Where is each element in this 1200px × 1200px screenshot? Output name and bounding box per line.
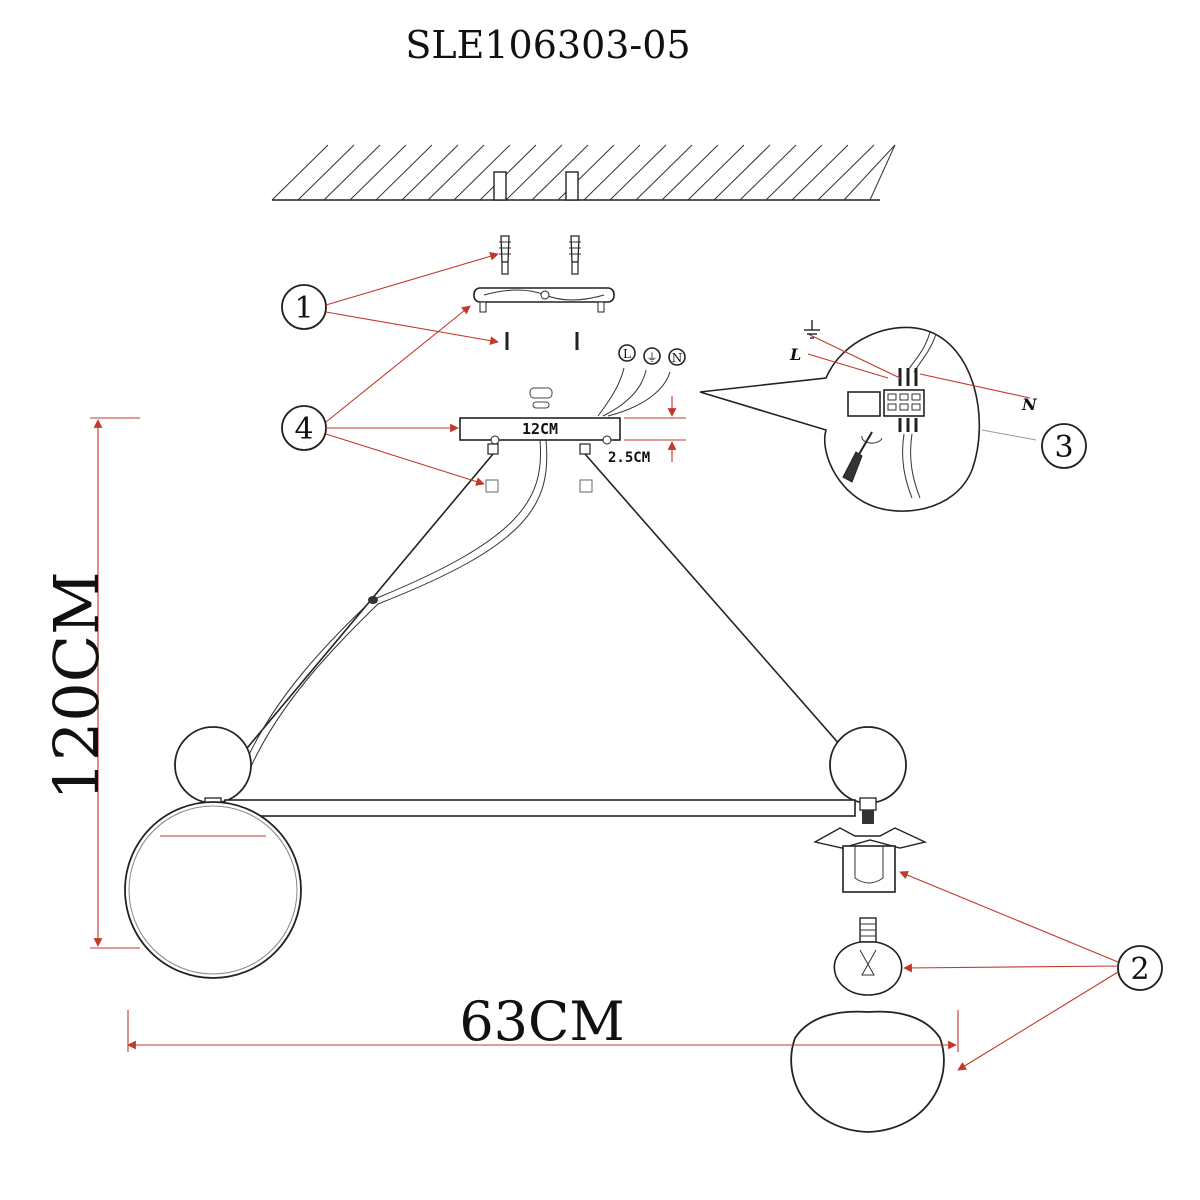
canopy: 12CM [459,417,621,493]
ceiling-hatch-line [427,144,485,201]
ceiling-hatch-line [453,144,511,201]
lamp-body [174,726,907,824]
mounting-bracket [473,287,615,350]
callout-1: 1 [281,252,499,345]
callout-2-label: 2 [1130,952,1149,987]
ground-icon: ⏚ [647,351,658,364]
wall-plugs [499,235,581,275]
ceiling-hatch-line [791,144,849,201]
callout-2: 2 [899,870,1163,1071]
ceiling-hatch-line [271,144,329,201]
ground-icon [804,320,820,339]
bulb-icon [833,917,903,996]
callout-4: 4 [281,305,485,486]
ceiling-hatch-line [531,144,589,201]
ceiling-hatch-line [323,144,381,201]
callout-4-label: 4 [294,412,313,447]
ceiling-hatch-line [713,144,771,201]
ceiling-hatch-line [349,144,407,201]
ceiling-hatch-line [505,144,563,201]
ceiling-hatch-line [817,144,875,201]
canopy-depth-dimension: 2.5CM [608,396,686,466]
live-label: L [789,345,801,364]
terminal-labels: L ⏚ N [597,344,686,417]
suspension-cables [211,439,863,791]
height-dimension: 120CM [40,417,140,949]
wiring-detail-callout: L N [699,320,1038,512]
ceiling-hatch-line [635,144,693,201]
ceiling-hatch-line [739,144,797,201]
canopy-width-label: 12CM [522,420,558,438]
ceiling-hatch-line [401,144,459,201]
neutral-label: N [1021,395,1038,414]
ceiling-hatch-line [869,144,896,201]
right-lamp-holder [813,827,928,893]
width-dimension: 63CM [127,990,959,1053]
right-glass-shade [790,1010,945,1133]
left-glass-shade [124,801,302,979]
canopy-depth-label: 2.5CM [608,450,650,466]
ceiling-hatch-line [479,144,537,201]
ceiling-hatch-line [583,144,641,201]
ceiling-hatch-line [375,144,433,201]
screwdriver-icon [842,431,883,483]
terminal-neutral-label: N [672,351,683,365]
callout-3-label: 3 [1054,430,1073,465]
ceiling-hatch-line [843,144,896,201]
width-label: 63CM [459,990,624,1053]
model-title: SLE106303-05 [405,23,690,67]
ceiling-hatch-line [609,144,667,201]
ceiling-hatch-line [687,144,745,201]
ceiling-hatch-line [661,144,719,201]
callout-1-label: 1 [294,291,313,326]
callout-3: 3 [1041,423,1087,469]
ceiling-hatch-line [765,144,823,201]
ceiling [271,144,896,201]
height-label: 120CM [40,571,113,800]
terminal-live-label: L [623,347,631,361]
ceiling-hatch-line [297,144,355,201]
